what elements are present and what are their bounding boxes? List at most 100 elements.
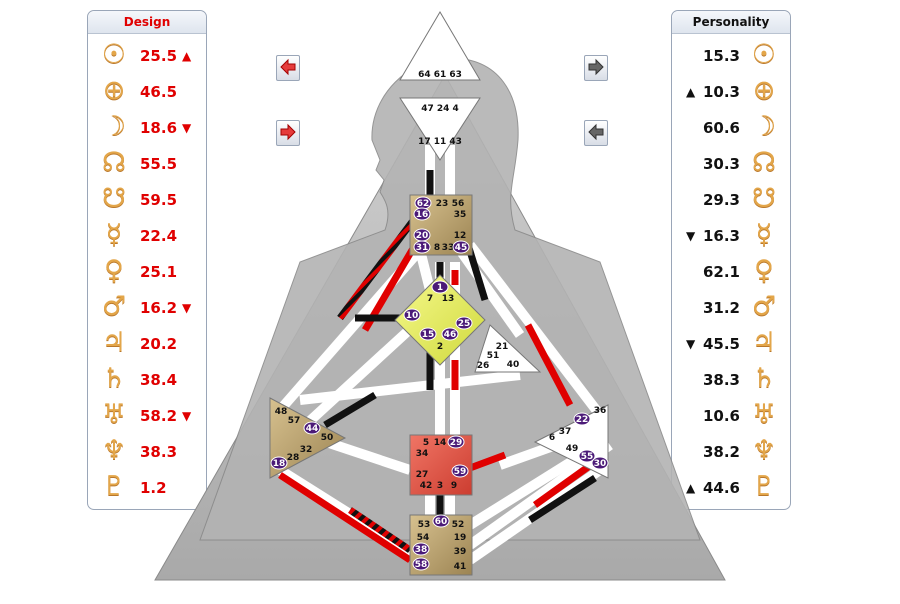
earth-icon: ⊕ (102, 75, 126, 106)
active-gate-marker (413, 240, 431, 254)
left-arrow-icon (277, 56, 299, 86)
gate-line-value: 59.5 (140, 191, 178, 209)
ajna-lower-gates: 17 11 43 (418, 137, 462, 147)
exalted-arrow-icon: ▲ (686, 85, 696, 99)
personality-row: ☊30.3 (672, 147, 790, 183)
spleen-center (269, 397, 347, 479)
uranus-icon: ♅ (751, 399, 777, 430)
gate-6: 6 (549, 433, 555, 443)
active-gate-marker (591, 456, 609, 470)
jupiter-icon: ♃ (751, 327, 777, 358)
gate-2: 2 (437, 342, 443, 352)
design-row: ♅58.2▼ (88, 399, 206, 435)
next-design-button[interactable] (276, 120, 300, 146)
gate-line-value: 38.2 (702, 443, 740, 461)
gate-46: 46 (444, 330, 457, 340)
gate-26: 26 (477, 361, 490, 371)
gate-19: 19 (454, 533, 467, 543)
previous-personality-button[interactable] (584, 120, 608, 146)
design-row: ☽18.6▼ (88, 111, 206, 147)
previous-design-button[interactable] (276, 55, 300, 81)
mars-icon: ♂ (751, 291, 777, 322)
personality-row: ☿16.3▼ (672, 219, 790, 255)
design-row: ☋59.5 (88, 183, 206, 219)
active-gate-marker (451, 464, 469, 478)
sun-icon: ☉ (101, 39, 127, 70)
active-gate-marker (414, 196, 432, 210)
right-arrow-icon (277, 121, 299, 151)
next-personality-button[interactable] (584, 55, 608, 81)
mercury-icon: ☿ (105, 219, 123, 250)
active-gate-marker (573, 412, 591, 426)
gate-line-value: 46.5 (140, 83, 178, 101)
active-gate-marker (412, 542, 430, 556)
detriment-arrow-icon: ▼ (686, 229, 696, 243)
active-gate-marker (431, 280, 449, 294)
personality-row: ♀62.1 (672, 255, 790, 291)
gate-22: 22 (576, 415, 589, 425)
gate-line-value: 29.3 (702, 191, 740, 209)
gate-line-value: 45.5 (702, 335, 740, 353)
moon-icon: ☽ (101, 111, 127, 142)
gate-line-value: 58.2 (140, 407, 178, 425)
gate-39: 39 (454, 547, 467, 557)
gate-62: 62 (417, 199, 430, 209)
gate-44: 44 (306, 424, 319, 434)
exalted-arrow-icon: ▲ (182, 49, 192, 63)
right-arrow-icon (585, 56, 607, 86)
gate-line-value: 38.4 (140, 371, 178, 389)
earth-icon: ⊕ (752, 75, 776, 106)
gate-line-value: 30.3 (702, 155, 740, 173)
gate-line-value: 15.3 (702, 47, 740, 65)
active-gate-marker (413, 207, 431, 221)
gate-line-value: 38.3 (140, 443, 178, 461)
neptune-icon: ♆ (751, 435, 777, 466)
uranus-icon: ♅ (101, 399, 127, 430)
gate-56: 56 (452, 199, 465, 209)
gate-34: 34 (416, 449, 429, 459)
jupiter-icon: ♃ (101, 327, 127, 358)
gate-line-value: 31.2 (702, 299, 740, 317)
active-gate-marker (455, 316, 473, 330)
sun-icon: ☉ (751, 39, 777, 70)
gate-48: 48 (275, 407, 288, 417)
personality-row: ♂ 31.2 (672, 291, 790, 327)
gate-58: 58 (415, 560, 428, 570)
gate-3: 3 (437, 481, 443, 491)
active-gate-marker (441, 327, 459, 341)
detriment-arrow-icon: ▼ (182, 301, 192, 315)
gate-12: 12 (454, 231, 467, 241)
gate-10: 10 (406, 311, 419, 321)
pluto-icon: ♇ (101, 471, 127, 502)
gate-40: 40 (507, 360, 520, 370)
personality-row: ♃45.5▼ (672, 327, 790, 363)
design-row: ⊕ 46.5 (88, 75, 206, 111)
g-center (394, 274, 486, 366)
active-gate-marker (432, 514, 450, 528)
heart-center (474, 324, 542, 373)
active-gate-marker (452, 240, 470, 254)
design-title: Design (88, 11, 206, 34)
design-row: ♄38.4 (88, 363, 206, 399)
channels (276, 145, 613, 565)
personality-row: ♅10.6 (672, 399, 790, 435)
gate-9: 9 (451, 481, 457, 491)
gate-36: 36 (594, 406, 607, 416)
active-gate-marker (447, 435, 465, 449)
gate-line-value: 44.6 (702, 479, 740, 497)
throat-center (409, 194, 473, 256)
design-row: ♃20.2 (88, 327, 206, 363)
gate-55: 55 (581, 452, 594, 462)
gate-20: 20 (416, 231, 429, 241)
gate-15: 15 (422, 330, 435, 340)
gate-41: 41 (454, 562, 467, 572)
gate-45: 45 (455, 243, 468, 253)
body-silhouette (154, 73, 726, 581)
venus-icon: ♀ (104, 255, 124, 286)
personality-title: Personality (672, 11, 790, 34)
personality-row: ♆ 38.2 (672, 435, 790, 471)
mars-icon: ♂ (101, 291, 127, 322)
active-gate-marker (578, 449, 596, 463)
gate-21: 21 (496, 342, 509, 352)
neptune-icon: ♆ (101, 435, 127, 466)
